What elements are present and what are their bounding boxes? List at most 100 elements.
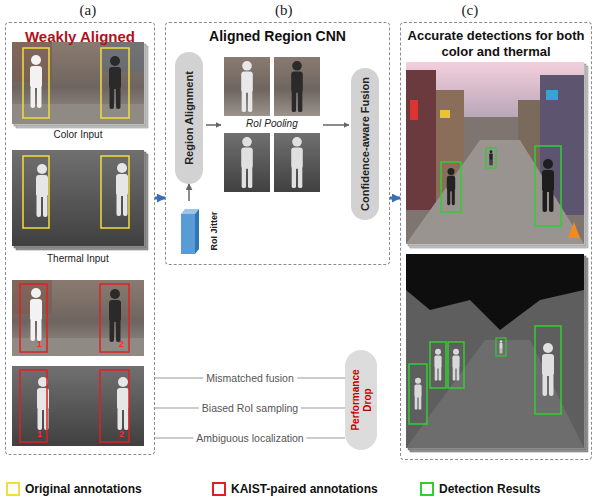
color-detection-image-part <box>410 100 418 120</box>
connector <box>188 184 190 201</box>
color-input-image-part <box>30 55 42 108</box>
thermal-detection-image-part <box>430 342 446 388</box>
thermal-detection-image-part <box>535 326 561 414</box>
thermal-detection-image-part <box>448 342 464 388</box>
panel-title: Aligned Region CNN <box>166 28 389 45</box>
roi-crops-part <box>274 57 320 116</box>
thermal-detection-image-part <box>406 340 584 448</box>
color-detection-image-part <box>535 146 561 226</box>
callout-number: 2 <box>119 339 124 349</box>
thermal-detection-image-part <box>500 340 503 353</box>
module-pill: Region Alignment <box>175 52 203 184</box>
color-input-image <box>12 42 148 128</box>
color-detection-image-part <box>406 70 436 210</box>
connector-label: Ambiguous localization <box>193 432 306 445</box>
thermal-paired-image-part <box>117 377 129 430</box>
connector <box>155 197 165 200</box>
color-detection-image-part <box>406 62 584 244</box>
color-detection-image-part <box>447 168 455 205</box>
panel-letter: (b) <box>275 2 293 19</box>
legend-text: Original annotations <box>25 482 142 496</box>
legend-swatch <box>212 482 226 496</box>
thermal-detection-image-part <box>452 349 459 381</box>
panel-title: Weakly Aligned <box>6 28 154 46</box>
thermal-detection-image-part <box>414 378 421 410</box>
thermal-input-image-part <box>116 163 128 216</box>
legend-swatch <box>420 482 434 496</box>
color-detection-image-part <box>406 140 584 244</box>
thermal-detection-image-part <box>406 254 584 448</box>
color-input-image-part <box>12 42 144 124</box>
color-detection-image-part <box>568 222 580 238</box>
jitter-block: RoI Jitter <box>178 201 222 261</box>
color-input-image-part <box>23 48 49 118</box>
roi-crops-part <box>291 137 303 188</box>
color-paired-image <box>12 280 144 356</box>
thermal-input-image-part <box>101 156 129 228</box>
color-paired-image-part <box>109 289 121 342</box>
thermal-input-image-part <box>36 164 48 217</box>
image-caption: Color Input <box>54 129 103 141</box>
node-label: Region Alignment <box>183 71 196 165</box>
color-input-image-part <box>101 48 129 118</box>
legend-item: Detection Results <box>420 482 540 496</box>
thermal-detection-image <box>406 254 588 452</box>
thermal-input-image-part <box>23 156 49 228</box>
thermal-detection-image-part <box>406 254 584 330</box>
node-label: Performance Drop <box>350 363 373 437</box>
connector-label: Biased RoI sampling <box>199 402 301 415</box>
flow-arrows-part <box>206 124 221 126</box>
panel-title: Accurate detections for both color and t… <box>401 28 591 59</box>
color-detection-image-part <box>440 110 450 118</box>
module-pill: Confidence-aware Fusion <box>351 68 379 220</box>
color-detection-image-part <box>441 162 461 212</box>
thermal-input-image-part <box>12 150 144 246</box>
color-input-image-part <box>109 56 121 109</box>
panel-frame: Aligned Region CNN Region AlignmentRoI Ji… <box>165 22 390 265</box>
thermal-paired-image-part <box>12 366 144 446</box>
flow-arrows-part <box>323 124 349 126</box>
thermal-detection-image-part <box>496 338 506 356</box>
thermal-input-image <box>12 150 148 250</box>
warning-pill: Performance Drop <box>345 350 377 450</box>
color-detection-image-part <box>546 90 558 100</box>
color-paired-image-part <box>30 288 42 341</box>
roi-crops-part <box>291 61 303 112</box>
legend-item: Original annotations <box>6 482 142 496</box>
roi-crops-part <box>224 57 270 116</box>
color-detection-image-part <box>489 150 492 165</box>
jitter-block-icon <box>181 209 199 254</box>
callout-number: 2 <box>119 429 124 439</box>
callout-number: 1 <box>37 429 42 439</box>
operation-label: RoI Pooling <box>246 118 298 130</box>
thermal-detection-image-part <box>542 343 554 396</box>
jitter-block-icon-part <box>195 209 199 254</box>
node-label: RoI Jitter <box>209 211 219 250</box>
roi-crops-part <box>241 137 253 188</box>
image-caption: Thermal Input <box>47 253 109 265</box>
color-detection-image <box>406 62 588 248</box>
color-paired-image-part <box>100 284 129 352</box>
panel-frame: Weakly Aligned <box>5 22 155 455</box>
roi-crops-part <box>274 133 320 192</box>
panel-letter: (a) <box>80 2 97 19</box>
thermal-detection-image-part <box>409 364 427 424</box>
color-input-image-part <box>100 42 144 72</box>
node-label: Confidence-aware Fusion <box>359 77 372 211</box>
legend-text: KAIST-paired annotations <box>231 482 378 496</box>
color-detection-image-part <box>486 148 496 168</box>
roi-crops-part <box>224 133 270 192</box>
connector-label: Mismatched fusion <box>203 372 297 385</box>
panel-frame: Accurate detections for both color and t… <box>400 22 592 460</box>
legend-text: Detection Results <box>439 482 540 496</box>
color-detection-image-part <box>540 75 584 215</box>
panel-letter: (c) <box>462 2 479 19</box>
color-paired-image-part <box>20 284 47 352</box>
legend-swatch <box>6 482 20 496</box>
thermal-paired-image-part <box>20 370 47 442</box>
jitter-block-icon-part <box>181 214 195 254</box>
thermal-paired-image <box>12 366 144 446</box>
